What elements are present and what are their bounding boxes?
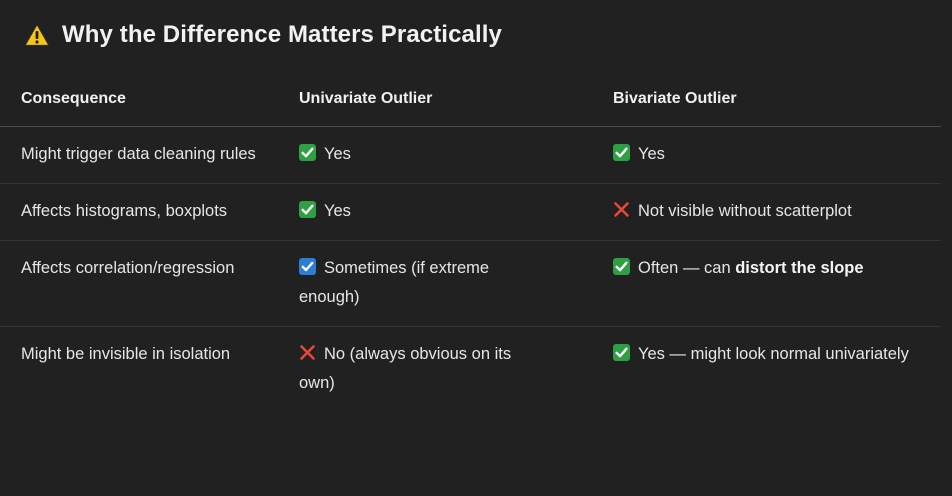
check-mark-icon: [299, 143, 316, 161]
cell-consequence: Affects correlation/regression: [0, 240, 299, 327]
cell-consequence: Might trigger data cleaning rules: [0, 126, 299, 184]
check-mark-icon: [613, 143, 630, 161]
bivariate-text: Not visible without scatterplot: [638, 201, 852, 220]
header-bivariate: Bivariate Outlier: [613, 72, 941, 127]
univariate-text: Yes: [324, 201, 351, 220]
header-consequence: Consequence: [0, 72, 299, 127]
bivariate-value: Not visible without scatterplot: [613, 197, 852, 226]
table-row: Might be invisible in isolation No (alway…: [0, 326, 941, 412]
table-row: Affects correlation/regression Sometimes …: [0, 240, 941, 327]
univariate-value: Sometimes (if extreme enough): [299, 254, 539, 312]
table-row: Might trigger data cleaning rules Yes Yes: [0, 126, 941, 184]
univariate-text: No (always obvious on its own): [299, 344, 512, 392]
cross-mark-icon: [299, 344, 316, 361]
warning-icon: [24, 23, 50, 47]
ballot-check-icon: [299, 257, 316, 275]
emphasis-text: distort the slope: [735, 258, 864, 277]
univariate-value: Yes: [299, 197, 351, 226]
bivariate-text: Yes: [638, 144, 665, 163]
cell-bivariate: Often — can distort the slope: [613, 240, 941, 327]
cell-bivariate: Not visible without scatterplot: [613, 183, 941, 241]
univariate-value: No (always obvious on its own): [299, 340, 539, 398]
cell-univariate: Yes: [299, 183, 613, 241]
cell-bivariate: Yes — might look normal univariately: [613, 326, 941, 412]
cell-consequence: Might be invisible in isolation: [0, 326, 299, 412]
cell-univariate: Sometimes (if extreme enough): [299, 240, 613, 327]
section-heading: Why the Difference Matters Practically: [24, 17, 502, 53]
univariate-text: Sometimes (if extreme enough): [299, 258, 490, 306]
check-mark-icon: [299, 200, 316, 218]
bivariate-value: Yes — might look normal univariately: [613, 340, 909, 369]
bivariate-text: Yes — might look normal univariately: [638, 344, 909, 363]
consequence-text: Might trigger data cleaning rules: [21, 144, 256, 163]
table-header-row: Consequence Univariate Outlier Bivariate…: [0, 72, 941, 127]
cell-univariate: No (always obvious on its own): [299, 326, 613, 412]
consequence-text: Affects histograms, boxplots: [21, 201, 228, 220]
univariate-text: Yes: [324, 144, 351, 163]
section-title: Why the Difference Matters Practically: [62, 21, 502, 48]
consequence-text: Might be invisible in isolation: [21, 344, 231, 363]
cross-mark-icon: [613, 201, 630, 218]
cell-consequence: Affects histograms, boxplots: [0, 183, 299, 241]
cell-univariate: Yes: [299, 126, 613, 184]
bivariate-value: Yes: [613, 140, 665, 169]
check-mark-icon: [613, 343, 630, 361]
bivariate-text: Often — can: [638, 258, 736, 277]
comparison-table: Consequence Univariate Outlier Bivariate…: [0, 72, 941, 412]
bivariate-value: Often — can distort the slope: [613, 254, 864, 283]
consequence-text: Affects correlation/regression: [21, 258, 235, 277]
check-mark-icon: [613, 257, 630, 275]
header-univariate: Univariate Outlier: [299, 72, 613, 127]
cell-bivariate: Yes: [613, 126, 941, 184]
univariate-value: Yes: [299, 140, 351, 169]
table-row: Affects histograms, boxplots Yes Not visib…: [0, 183, 941, 241]
